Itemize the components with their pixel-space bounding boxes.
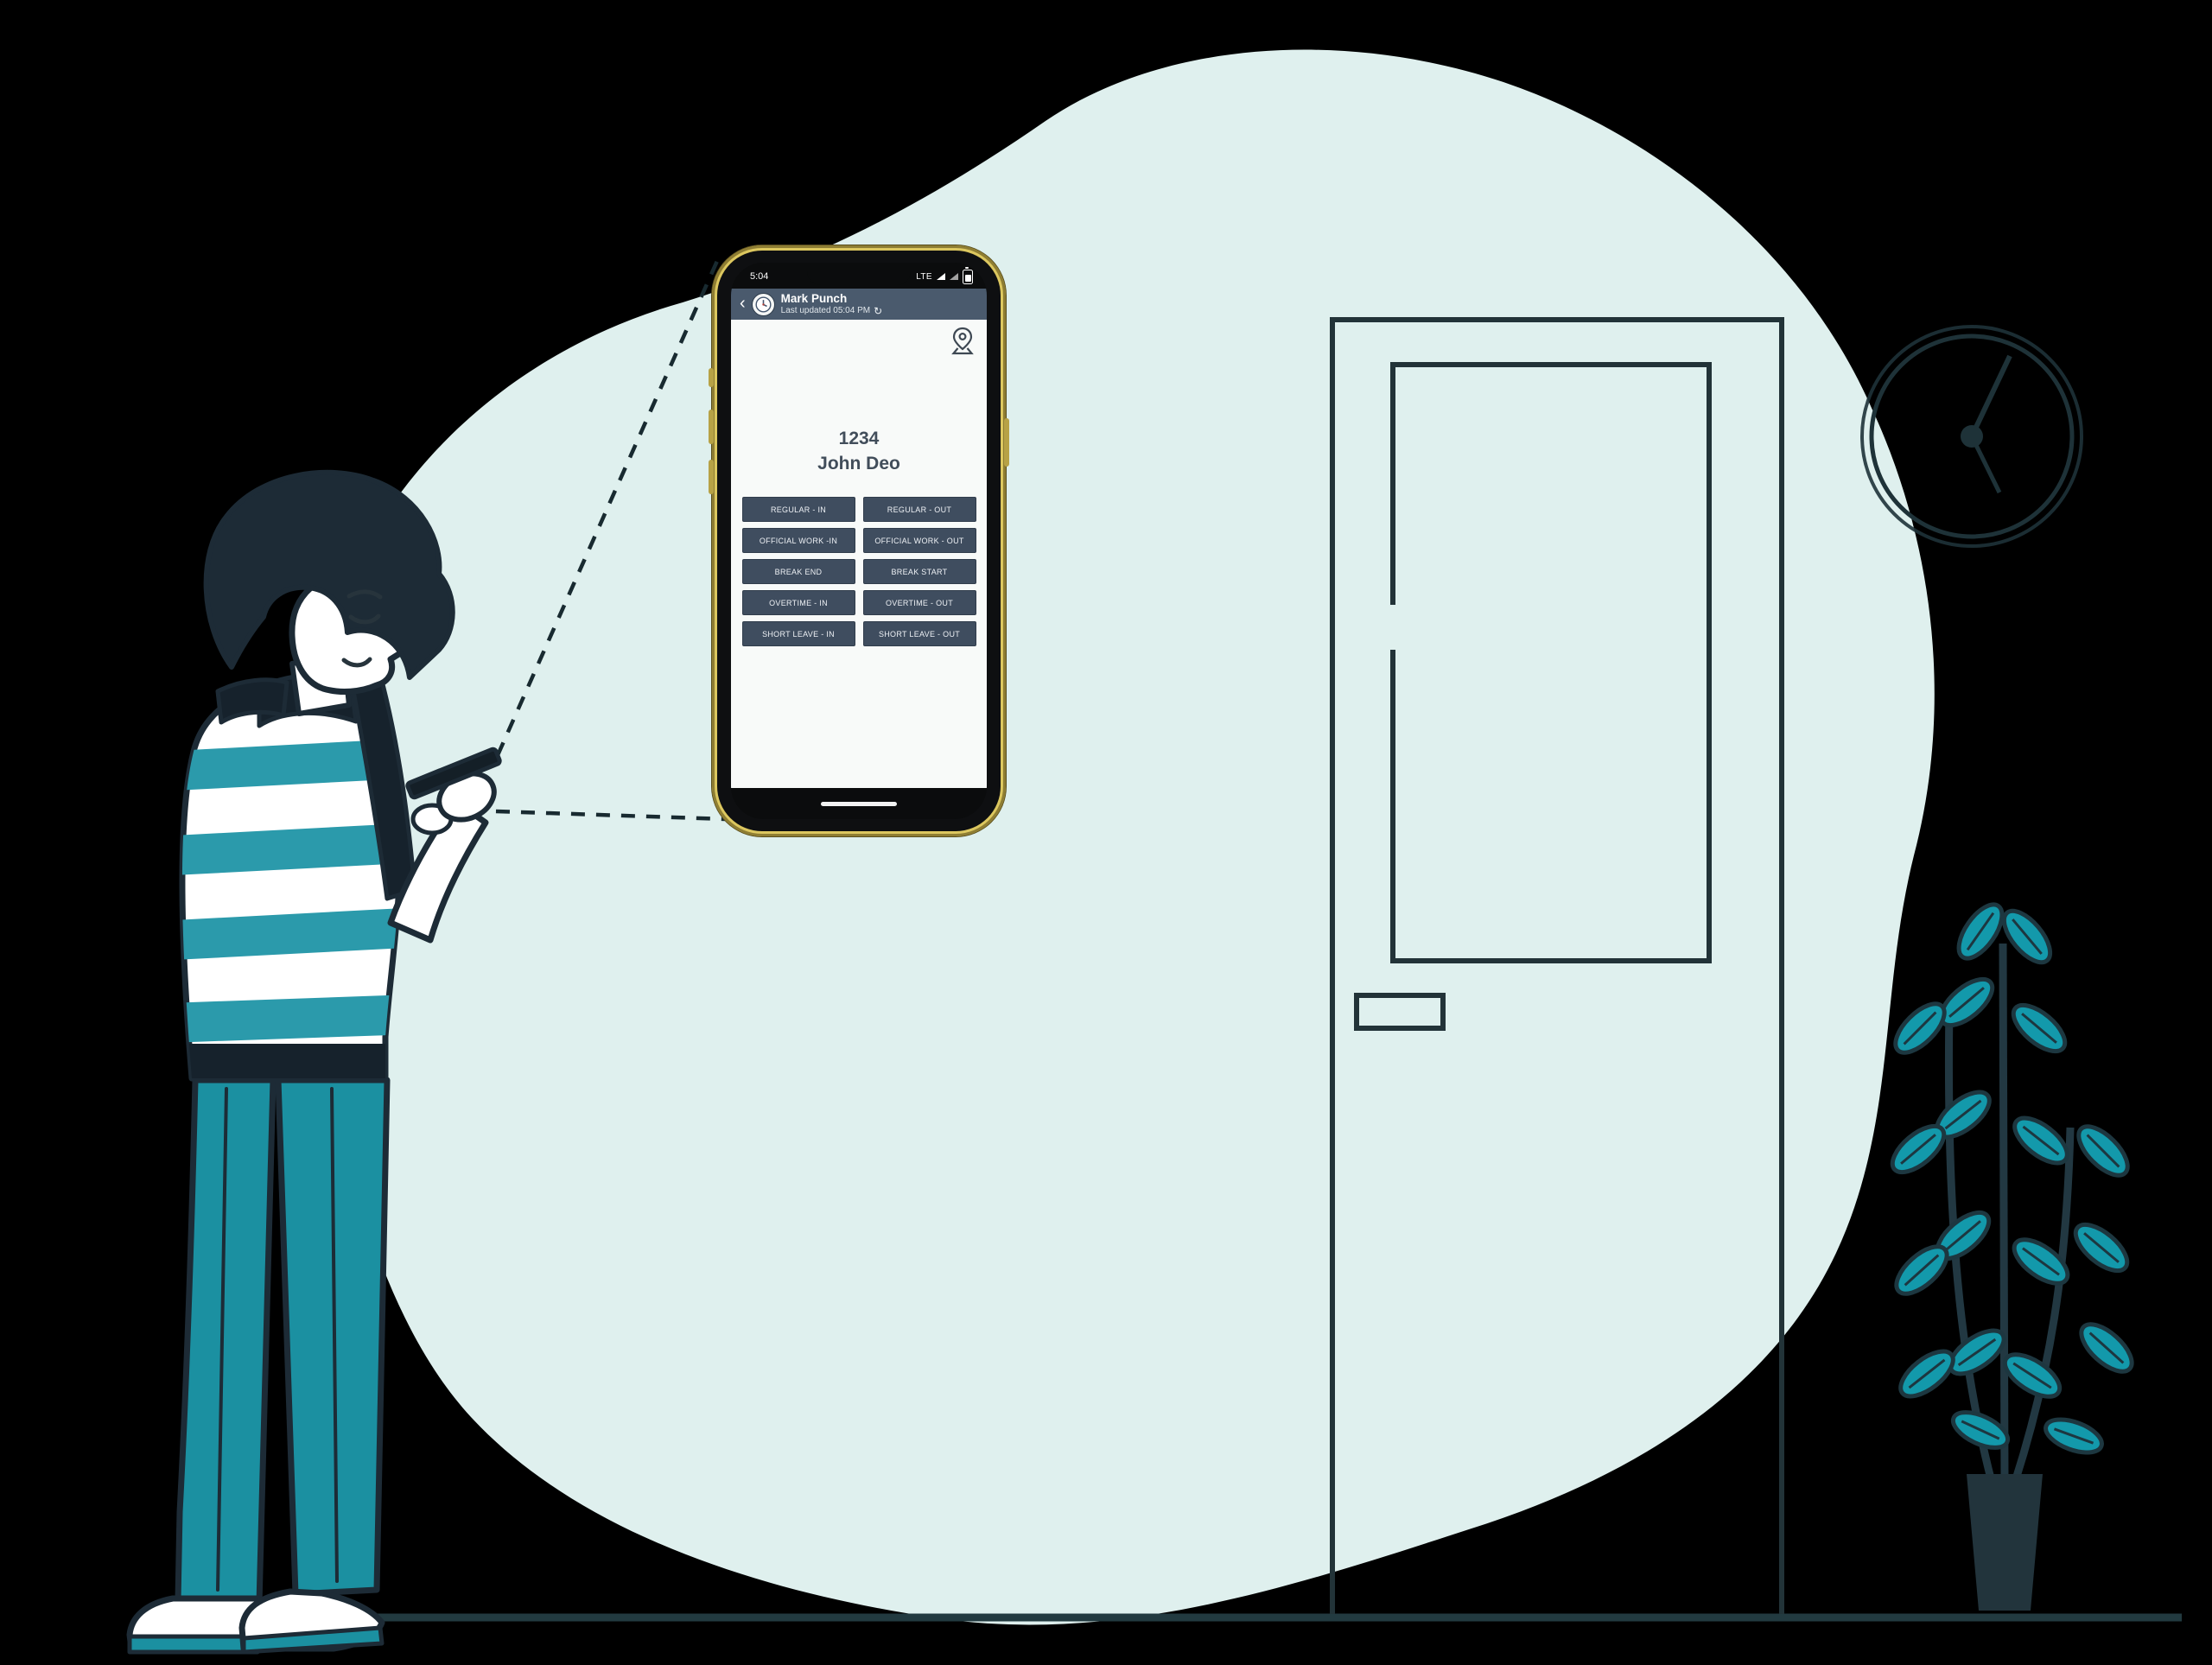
regular-out-button[interactable]: REGULAR - OUT (862, 497, 976, 522)
plant-leaves (1890, 902, 2134, 1455)
last-updated-text: Last updated 05:04 PM (780, 306, 871, 315)
background-blob (302, 49, 1935, 1625)
home-indicator[interactable] (821, 801, 897, 806)
potted-plant (1890, 902, 2134, 1611)
clock-logo-icon (755, 296, 772, 313)
phone-bezel: 5:04 LTE ‹ (717, 251, 1001, 831)
wall-clock (1860, 325, 2083, 548)
door (1330, 317, 1784, 1614)
signal-secondary-icon (950, 273, 958, 280)
network-type-label: LTE (916, 271, 932, 282)
official-work-out-button[interactable]: OFFICIAL WORK - OUT (862, 528, 976, 553)
short-leave-in-button[interactable]: SHORT LEAVE - IN (741, 621, 855, 646)
phone-screen: 5:04 LTE ‹ (731, 263, 987, 819)
break-start-button[interactable]: BREAK START (862, 559, 976, 584)
power-button[interactable] (1004, 418, 1009, 467)
bottom-bezel (731, 788, 987, 819)
overtime-out-button[interactable]: OVERTIME - OUT (862, 590, 976, 615)
status-time: 5:04 (750, 271, 769, 282)
person-illustration (126, 469, 502, 1655)
volume-up-button[interactable] (709, 410, 714, 444)
app-header: ‹ Mark Punch Last updated 05:04 PM (731, 289, 987, 320)
employee-name: John Deo (817, 454, 900, 473)
punch-button-grid: REGULAR - IN REGULAR - OUT OFFICIAL WORK… (741, 497, 976, 646)
mute-switch[interactable] (709, 368, 714, 387)
door-handle (1354, 993, 1446, 1031)
break-end-button[interactable]: BREAK END (741, 559, 855, 584)
short-leave-out-button[interactable]: SHORT LEAVE - OUT (862, 621, 976, 646)
official-work-in-button[interactable]: OFFICIAL WORK -IN (741, 528, 855, 553)
plant-pot (1967, 1474, 2043, 1611)
punch-screen-content: 1234 John Deo REGULAR - IN REGULAR - OUT… (731, 320, 987, 788)
employee-id: 1234 (838, 429, 880, 448)
overtime-in-button[interactable]: OVERTIME - IN (741, 590, 855, 615)
location-pin-icon[interactable] (950, 327, 976, 360)
notch (807, 263, 911, 285)
hand-phone (405, 747, 502, 800)
app-title: Mark Punch (780, 292, 848, 306)
projection-dashed-lines (470, 260, 727, 822)
battery-icon (963, 266, 973, 284)
back-chevron-icon[interactable]: ‹ (740, 293, 746, 313)
regular-in-button[interactable]: REGULAR - IN (741, 497, 855, 522)
app-logo (751, 292, 775, 316)
refresh-icon[interactable]: ↻ (874, 304, 883, 317)
volume-down-button[interactable] (709, 460, 714, 494)
signal-icon (937, 273, 945, 280)
phone-mockup: 5:04 LTE ‹ (709, 245, 1009, 836)
